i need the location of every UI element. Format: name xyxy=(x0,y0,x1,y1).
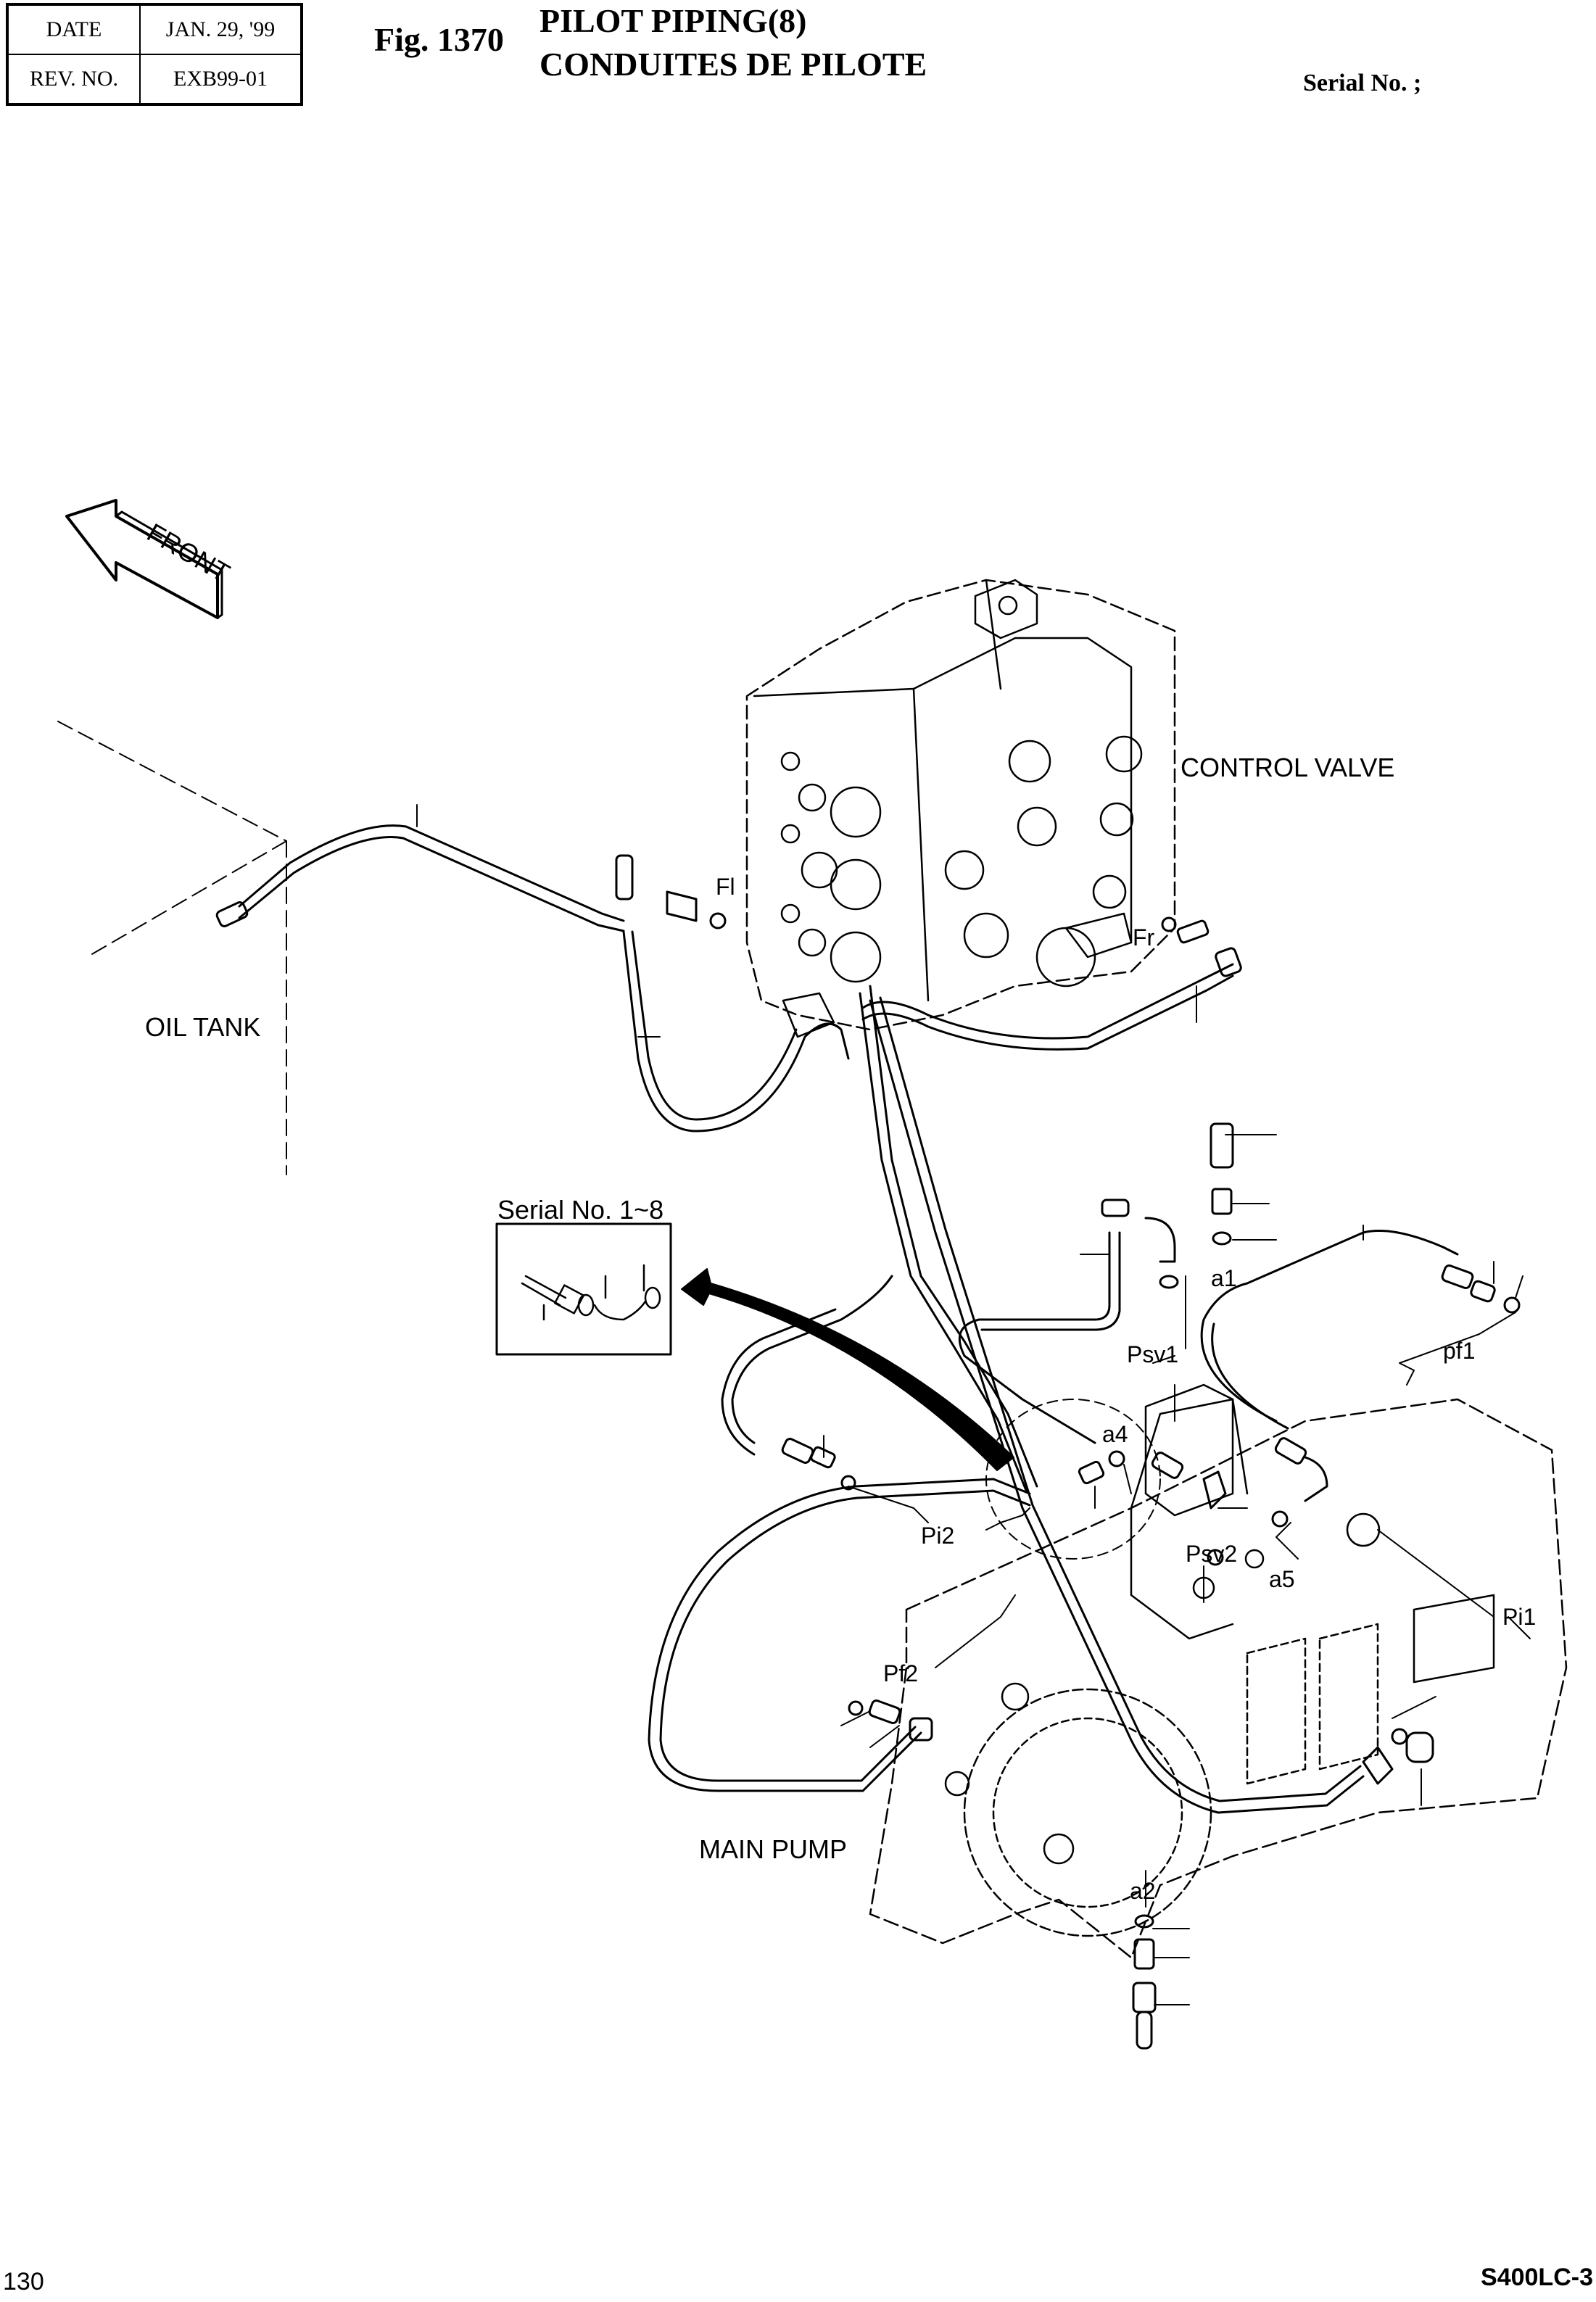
control-valve-label: CONTROL VALVE xyxy=(1181,753,1395,782)
pilot-pipes xyxy=(238,824,1459,1814)
title-english: PILOT PIPING(8) xyxy=(539,2,807,39)
oil-tank-outline xyxy=(57,721,287,1175)
port-label-pf1: pf1 xyxy=(1443,1338,1476,1364)
port-label-a5: a5 xyxy=(1269,1566,1295,1592)
inset-pointer-arrow xyxy=(681,1268,1014,1471)
leader-lines xyxy=(416,804,1531,2005)
title-french: CONDUITES DE PILOTE xyxy=(539,46,927,83)
port-label-a1: a1 xyxy=(1211,1265,1237,1291)
inset-title: Serial No. 1~8 xyxy=(497,1195,664,1225)
front-arrow-icon: FRONT xyxy=(65,499,235,619)
serial-number-label: Serial No. ; xyxy=(1303,70,1422,96)
revision-table: DATE JAN. 29, '99 REV. NO. EXB99-01 xyxy=(6,3,303,106)
port-label-pi2: Pi2 xyxy=(921,1523,955,1549)
rev-label: REV. NO. xyxy=(7,54,141,105)
port-label-a4: a4 xyxy=(1102,1421,1128,1447)
date-row: DATE JAN. 29, '99 xyxy=(7,4,302,55)
control-valve-body xyxy=(745,579,1176,1038)
port-label-a2: a2 xyxy=(1130,1878,1156,1904)
rev-row: REV. NO. EXB99-01 xyxy=(7,54,302,105)
page-number: 130 xyxy=(3,2268,44,2295)
model-number: S400LC-3 xyxy=(1481,2264,1593,2291)
port-label-fr: Fr xyxy=(1133,924,1155,951)
port-label-psv1: Psv1 xyxy=(1127,1341,1179,1367)
main-pump-body xyxy=(869,1383,1568,1959)
date-label: DATE xyxy=(7,4,141,55)
figure-number: Fig. 1370 xyxy=(374,21,504,58)
main-pump-label: MAIN PUMP xyxy=(699,1834,848,1864)
fittings xyxy=(215,854,1521,2050)
port-label-pf2: Pf2 xyxy=(883,1660,919,1686)
port-label-pi1: Pi1 xyxy=(1502,1604,1537,1630)
port-label-fl: Fl xyxy=(716,874,735,900)
inset-box xyxy=(495,1222,672,1356)
detail-circle xyxy=(985,1399,1161,1560)
oil-tank-label: OIL TANK xyxy=(145,1012,261,1042)
port-label-psv2: Psv2 xyxy=(1186,1541,1238,1567)
rev-value: EXB99-01 xyxy=(139,54,302,105)
date-value: JAN. 29, '99 xyxy=(139,4,302,55)
inset-hose-fitting-icon xyxy=(521,1264,661,1321)
